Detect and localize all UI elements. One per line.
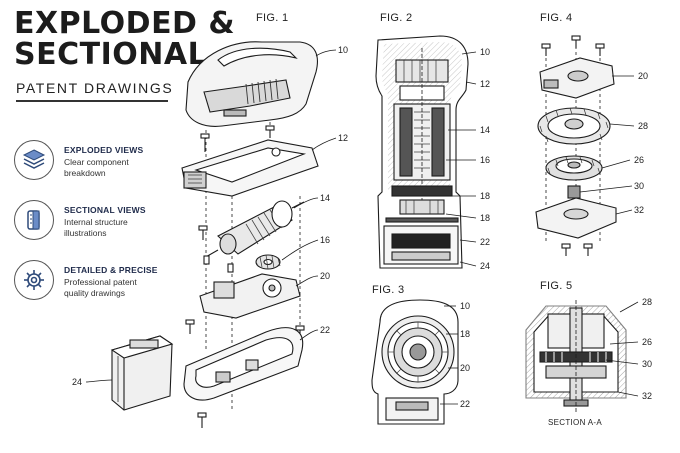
fig1-top-cover [186, 42, 317, 127]
fig2-callout: 22 [480, 237, 490, 247]
fig2-callout: 18 [480, 213, 490, 223]
fig5-callout: 30 [642, 359, 652, 369]
fig1-callout: 24 [72, 377, 82, 387]
fig5-sectional-drawing [526, 300, 626, 412]
fig1-brush-holder [200, 274, 300, 318]
fig1-callout: 12 [338, 133, 348, 143]
fig2-callout: 16 [480, 155, 490, 165]
fig3-sectional-drawing [372, 300, 458, 424]
fig1-exploded-drawing [112, 42, 318, 428]
fig4-callouts: 20 28 26 30 32 [634, 71, 648, 215]
fig1-callout: 10 [338, 45, 348, 55]
fig2-callout: 10 [480, 47, 490, 57]
fig5-callouts: 28 26 30 32 [642, 297, 652, 401]
fig3-callout: 10 [460, 301, 470, 311]
fig5-callout: 32 [642, 391, 652, 401]
fig3-callout: 18 [460, 329, 470, 339]
fig1-bottom-housing [184, 328, 303, 400]
fig1-motor-armature [204, 201, 304, 258]
fig3-callouts: 10 18 20 22 [460, 301, 470, 409]
fig1-callout: 20 [320, 271, 330, 281]
fig1-middle-housing [182, 140, 318, 196]
fig5-callout: 26 [642, 337, 652, 347]
fig2-callout: 18 [480, 191, 490, 201]
fig4-callout: 20 [638, 71, 648, 81]
fig2-callout: 12 [480, 79, 490, 89]
fig5-callout: 28 [642, 297, 652, 307]
fig4-exploded-drawing [536, 36, 616, 256]
fig2-sectional-drawing [376, 36, 468, 268]
fig4-callout: 32 [634, 205, 644, 215]
fig1-callout: 14 [320, 193, 330, 203]
fig4-callout: 26 [634, 155, 644, 165]
fig3-callout: 20 [460, 363, 470, 373]
fig3-callout: 22 [460, 399, 470, 409]
fig4-callout: 30 [634, 181, 644, 191]
fig1-battery [112, 336, 172, 410]
fig1-gear [256, 255, 280, 269]
fig1-callout: 16 [320, 235, 330, 245]
fig2-callouts: 10 12 14 16 18 18 22 24 [480, 47, 490, 271]
fig1-callout: 22 [320, 325, 330, 335]
fig2-callout: 14 [480, 125, 490, 135]
fig4-callout: 28 [638, 121, 648, 131]
fig2-callout: 24 [480, 261, 490, 271]
fig4-leaders [580, 76, 634, 214]
